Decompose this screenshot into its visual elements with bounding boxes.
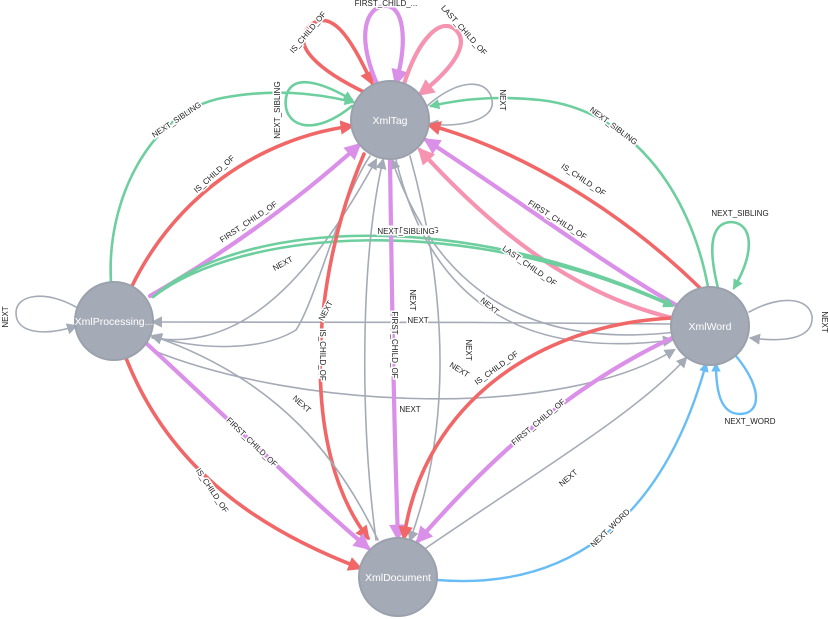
edge-label-tag-tag-ischild: IS_CHILD_OF bbox=[288, 10, 328, 55]
edge-label-word-doc-first: FIRST_CHILD_OF bbox=[510, 397, 567, 447]
edge-label-halo: NEXT bbox=[408, 289, 417, 310]
edge-proc-doc-first[interactable] bbox=[144, 341, 371, 551]
edge-label-tag-doc-next: NEXT bbox=[464, 339, 473, 360]
edge-label-proc-tag-next: NEXT bbox=[271, 255, 294, 273]
edge-layer bbox=[15, 3, 813, 583]
edge-tag-doc-next[interactable] bbox=[407, 155, 441, 543]
edge-label-word-word-nextword: NEXT_WORD bbox=[724, 417, 775, 426]
edge-word-word-nextword[interactable] bbox=[711, 354, 758, 416]
edge-tag-tag-next[interactable] bbox=[426, 83, 493, 131]
edge-tag-word-next[interactable] bbox=[395, 159, 675, 347]
edge-word-tag-next[interactable] bbox=[389, 157, 677, 336]
edge-word-word-sibling[interactable] bbox=[711, 220, 751, 290]
node-label: XmlDocument bbox=[365, 572, 431, 584]
edge-label-doc-tag-next: NEXT bbox=[408, 289, 417, 310]
edge-proc-proc-next[interactable] bbox=[15, 295, 79, 335]
edge-tag-tag-first[interactable] bbox=[363, 3, 408, 87]
edge-tag-doc-first[interactable] bbox=[387, 157, 406, 542]
edge-label-halo: NEXT_SIBLING bbox=[377, 227, 434, 236]
edge-label-tag-tag-next: NEXT bbox=[498, 89, 507, 110]
edge-tag-word-sibling[interactable] bbox=[151, 234, 674, 307]
node-circle[interactable] bbox=[350, 80, 430, 160]
edge-word-word-next[interactable] bbox=[748, 299, 813, 345]
node-word[interactable]: XmlWord bbox=[670, 286, 750, 366]
edge-tag-tag-last[interactable] bbox=[401, 23, 463, 97]
edge-proc-word-sibling[interactable] bbox=[151, 239, 674, 308]
edge-word-doc-first[interactable] bbox=[415, 333, 679, 544]
edge-label-tag-doc-ischild: IS_CHILD_OF bbox=[318, 329, 327, 381]
edge-word-tag-first[interactable] bbox=[423, 137, 679, 308]
edge-label-halo: FIRST_CHILD_OF bbox=[390, 311, 399, 378]
edge-label-proc-tag-first: FIRST_CHILD_OF bbox=[218, 199, 279, 244]
edge-tag-doc-ischild[interactable] bbox=[318, 152, 370, 541]
edge-label-word-tag-first: FIRST_CHILD_OF bbox=[526, 198, 588, 241]
node-label: XmlTag bbox=[372, 115, 407, 127]
edge-word-tag-ischild[interactable] bbox=[426, 121, 702, 290]
edge-label-word-proc-next: NEXT bbox=[407, 316, 428, 325]
edge-proc-doc-ischild[interactable] bbox=[124, 356, 363, 571]
edge-label-layer: IS_CHILD_OF IS_CHILD_OF FIRST_CHILD_... FIR… bbox=[0, 0, 828, 551]
edge-label-word-tag-ischild: IS_CHILD_OF bbox=[560, 162, 608, 198]
edge-label-doc-word-next: NEXT bbox=[557, 468, 579, 489]
edge-label-halo: NEXT bbox=[820, 311, 828, 332]
edge-word-proc-next[interactable] bbox=[150, 316, 673, 328]
node-label: XmlProcessing... bbox=[75, 316, 154, 328]
edge-label-proc-proc-next: NEXT bbox=[1, 306, 10, 327]
edge-label-word-word-sibling: NEXT_SIBLING bbox=[711, 209, 768, 218]
edge-doc-proc-next[interactable] bbox=[150, 333, 379, 541]
edge-label-proc-doc-ischild: IS_CHILD_OF bbox=[194, 467, 230, 515]
edge-tag-tag-ischild[interactable] bbox=[301, 18, 374, 95]
edge-label-doc-proc-next: NEXT bbox=[291, 394, 313, 415]
edge-label-halo: NEXT bbox=[407, 316, 428, 325]
node-circle[interactable] bbox=[74, 281, 154, 361]
edge-label-tag-tag-first: FIRST_CHILD_... bbox=[355, 0, 418, 8]
node-doc[interactable]: XmlDocument bbox=[358, 537, 438, 617]
node-circle[interactable] bbox=[358, 537, 438, 617]
edge-label-halo: NEXT_WORD bbox=[724, 417, 775, 426]
edge-doc-tag-next[interactable] bbox=[363, 157, 387, 541]
edge-proc-tag-sibling[interactable] bbox=[109, 91, 356, 284]
edge-label-word-word-next: NEXT bbox=[820, 311, 828, 332]
edge-label-halo: NEXT_SIBLING bbox=[711, 209, 768, 218]
edge-label-halo: NEXT bbox=[1, 306, 10, 327]
edge-label-proc-tag-sibling: NEXT_SIBLING bbox=[150, 100, 203, 140]
edge-label-word-tag-next: NEXT bbox=[479, 296, 501, 317]
edge-label-tag-doc-first: FIRST_CHILD_OF bbox=[390, 311, 399, 378]
edge-label-halo: NEXT_SIBLING bbox=[273, 81, 282, 138]
edge-label-tag-word-sibling: NEXT_SIBLING bbox=[381, 226, 438, 235]
edge-label-proc-word-sibling: NEXT_SIBLING bbox=[377, 227, 434, 236]
edge-doc-word-nextword[interactable] bbox=[435, 362, 709, 583]
edge-label-tag-proc-next: NEXT bbox=[317, 299, 335, 322]
edge-label-tag-tag-last: LAST_CHILD_OF bbox=[439, 4, 489, 58]
edge-label-tag-tag-sibling: NEXT_SIBLING bbox=[273, 81, 282, 138]
edge-proc-tag-ischild[interactable] bbox=[130, 120, 355, 288]
edge-label-word-tag-sibling: NEXT_SIBLING bbox=[588, 105, 639, 147]
edge-label-proc-doc-first: FIRST_CHILD_OF bbox=[224, 416, 279, 469]
edge-label-halo: NEXT bbox=[399, 405, 420, 414]
edge-label-halo: NEXT bbox=[464, 339, 473, 360]
node-circle[interactable] bbox=[670, 286, 750, 366]
edge-label-proc-word-next: NEXT bbox=[399, 405, 420, 414]
edge-label-halo: IS_CHILD_OF bbox=[318, 329, 327, 381]
edge-word-doc-ischild[interactable] bbox=[398, 316, 674, 541]
edge-word-tag-sibling[interactable] bbox=[428, 96, 710, 289]
edge-label-doc-word-nextword: NEXT_WORD bbox=[589, 507, 632, 549]
edge-word-tag-last[interactable] bbox=[417, 147, 675, 321]
edge-label-tag-word-next: NEXT bbox=[448, 360, 471, 379]
edge-doc-word-next[interactable] bbox=[425, 356, 688, 549]
node-tag[interactable]: XmlTag bbox=[350, 80, 430, 160]
node-label: XmlWord bbox=[689, 321, 732, 333]
edge-label-halo: NEXT bbox=[498, 89, 507, 110]
edge-proc-tag-next[interactable] bbox=[151, 158, 378, 341]
edge-proc-word-next[interactable] bbox=[151, 348, 676, 400]
edge-tag-tag-sibling[interactable] bbox=[284, 80, 354, 127]
node-proc[interactable]: XmlProcessing... bbox=[74, 281, 154, 361]
edge-label-halo: NEXT_SIBLING bbox=[381, 226, 438, 235]
edge-label-halo: FIRST_CHILD_... bbox=[355, 0, 418, 8]
